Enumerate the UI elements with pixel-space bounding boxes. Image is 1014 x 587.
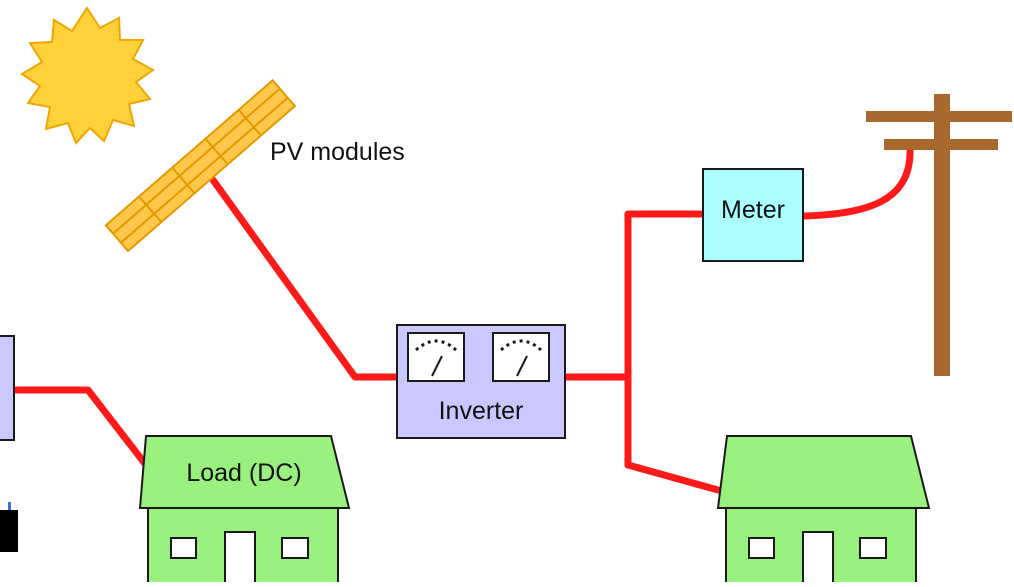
pv-panel-icon <box>104 78 297 253</box>
right-house-door <box>802 531 834 587</box>
wire-left-device-to-load <box>10 386 150 469</box>
inverter-box: Inverter <box>396 324 566 439</box>
pole-crossarm-top <box>866 111 1012 122</box>
meter-box: Meter <box>702 168 804 262</box>
battery-icon <box>0 502 18 552</box>
house-icon: Load (DC) <box>138 435 351 587</box>
sun-disc <box>48 37 128 117</box>
pv-panel-divider-1 <box>138 195 163 223</box>
pv-modules-label: PV modules <box>270 138 405 166</box>
pole-crossarm-bottom <box>884 139 998 150</box>
wire-junction-to-house <box>624 461 722 494</box>
load-house-window-right <box>281 537 309 559</box>
load-dc-label: Load (DC) <box>186 459 301 487</box>
pv-panel-frame <box>104 78 297 253</box>
meter-dial-icon <box>407 332 465 382</box>
house-icon <box>716 435 931 587</box>
wire-junction-to-meter <box>624 210 707 469</box>
wire-meter-to-pole <box>800 144 914 220</box>
pv-panel-rail-1 <box>112 87 281 235</box>
pv-panel-divider-4 <box>237 109 262 137</box>
pv-panel-divider-2 <box>171 166 196 194</box>
load-house-roof <box>138 435 351 509</box>
wire-panel-to-inverter <box>209 176 404 381</box>
load-house-window-left <box>170 537 197 559</box>
wires <box>10 144 914 494</box>
meter-rect <box>702 168 804 262</box>
meter-label: Meter <box>721 196 785 224</box>
right-house-roof <box>716 435 931 509</box>
right-house-window-left <box>748 537 775 559</box>
meter-dial-icon <box>492 332 550 382</box>
right-house-window-right <box>859 537 887 559</box>
pole-shaft <box>934 94 950 376</box>
left-device-box <box>0 335 15 441</box>
inverter-label: Inverter <box>439 397 524 425</box>
load-house-door <box>224 531 256 587</box>
pv-panel-rail-2 <box>120 96 289 244</box>
pv-panel-divider-3 <box>204 138 229 166</box>
utility-pole-icon <box>866 94 1012 376</box>
sun-icon <box>20 6 155 145</box>
